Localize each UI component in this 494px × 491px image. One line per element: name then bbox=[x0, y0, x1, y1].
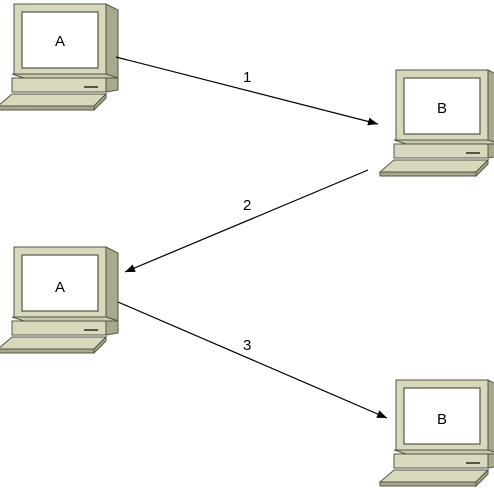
arrow-step-1 bbox=[115, 56, 379, 126]
step-2-label: 2 bbox=[243, 197, 251, 214]
computer-b-top: B bbox=[379, 69, 494, 177]
computer-a-top: A bbox=[0, 3, 119, 111]
computer-label: B bbox=[437, 100, 447, 117]
computer-label: A bbox=[55, 279, 65, 296]
step-1-label: 1 bbox=[243, 69, 251, 86]
computer-label: B bbox=[437, 411, 447, 428]
computer-b-bottom: B bbox=[379, 379, 494, 487]
computer-a-middle: A bbox=[0, 246, 119, 354]
computer-label: A bbox=[55, 33, 65, 50]
arrow-step-2 bbox=[124, 169, 369, 273]
arrow-step-3 bbox=[117, 301, 388, 419]
step-3-label: 3 bbox=[243, 337, 251, 354]
